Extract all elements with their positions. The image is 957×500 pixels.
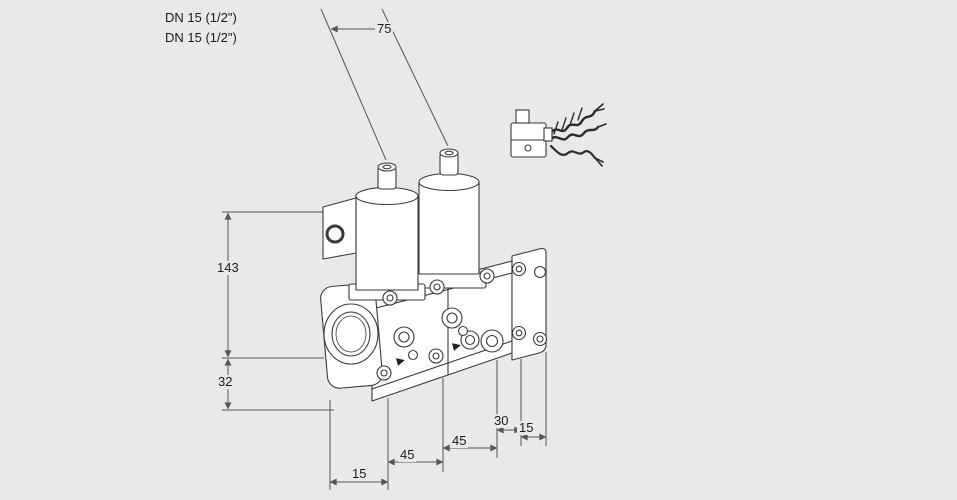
mounting-bracket (322, 197, 357, 260)
port-circle (446, 312, 458, 324)
dimension-value-32: 32 (216, 374, 235, 389)
connector-screw (524, 144, 532, 152)
solenoid-right-top (418, 172, 480, 192)
port-circle (464, 334, 476, 346)
dimension-value-bottom-45b: 45 (450, 433, 469, 448)
connector-cable (549, 103, 607, 167)
flow-arrow-icon (396, 358, 405, 366)
port-circle (398, 331, 410, 343)
bolt-circle (386, 294, 394, 302)
dimension-value-75: 75 (375, 21, 394, 36)
bolt-circle (483, 272, 491, 280)
port-circle (485, 334, 499, 348)
bolt-circle (433, 283, 441, 291)
flow-direction-arrows (396, 343, 461, 366)
bolt-circle (432, 352, 440, 360)
dimension-value-bottom-15b: 15 (517, 420, 536, 435)
extension-line-75-left (320, 8, 387, 161)
inlet-flange (320, 283, 383, 389)
connector-gland (543, 127, 553, 142)
bolt-circle (380, 369, 388, 377)
solenoid-left (348, 162, 426, 301)
cable-hatching (553, 107, 583, 135)
dimension-value-bottom-30: 30 (492, 413, 511, 428)
connector-top-tab (515, 109, 530, 124)
inlet-port-thread (335, 315, 367, 353)
solenoid-right-coil (418, 181, 480, 275)
cable-wire-ends (594, 103, 607, 167)
valve-illustration (320, 148, 548, 402)
port-size-label-1: DN 15 (1/2") (165, 10, 237, 25)
screw-circle (457, 325, 469, 337)
cable-connector-assembly (510, 103, 607, 167)
cable-strand (549, 125, 600, 141)
solenoid-right-cap-stem (444, 150, 454, 156)
dimension-value-bottom-45a: 45 (398, 447, 417, 462)
bolt-circle (515, 329, 523, 337)
solenoid-left-top (355, 186, 419, 206)
body-fasteners (376, 261, 548, 381)
screw-circle (407, 349, 419, 361)
cable-strand (549, 144, 597, 160)
solenoid-right (411, 148, 487, 289)
cable-connector (510, 109, 553, 158)
dimension-value-bottom-15a: 15 (350, 466, 369, 481)
flow-arrow-icon (452, 343, 461, 351)
bracket-hole (325, 224, 345, 244)
port-circle (533, 265, 547, 279)
dimension-value-143: 143 (215, 260, 241, 275)
solenoid-left-cap-stem (382, 164, 392, 170)
solenoid-left-coil (355, 195, 419, 291)
port-size-label-2: DN 15 (1/2") (165, 30, 237, 45)
port-circle (536, 335, 544, 343)
bolt-circle (515, 265, 523, 273)
cable-strand (549, 109, 597, 135)
